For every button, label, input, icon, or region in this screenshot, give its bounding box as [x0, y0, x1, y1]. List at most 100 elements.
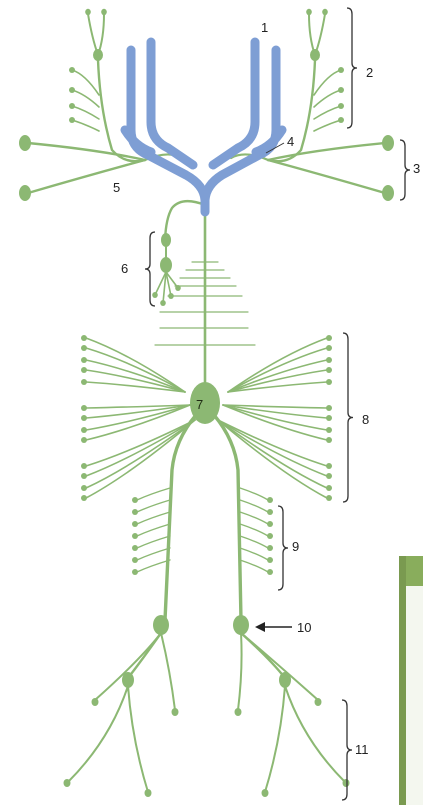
right-twig-9 [240, 560, 268, 572]
right-fan-ganglion [326, 357, 332, 363]
right-fan-ganglion [326, 427, 332, 433]
right-top-prong [309, 14, 315, 55]
left-twig-9-ganglion [132, 557, 138, 563]
right-fan-ganglion [326, 495, 332, 501]
right-fan-ganglion [326, 345, 332, 351]
right-ganglion-10 [233, 615, 249, 635]
left-lower-nerve [128, 633, 161, 678]
right-twig-9 [240, 524, 268, 536]
left-fan-ganglion [81, 335, 87, 341]
left-fan-ganglion [81, 437, 87, 443]
chain-6-end [152, 292, 158, 298]
right-fan-ganglion [326, 485, 332, 491]
left-ganglion-10 [153, 615, 169, 635]
label-7: 7 [196, 397, 203, 412]
left-twig-ganglion [69, 67, 75, 73]
left-twig-9 [137, 536, 170, 548]
right-twig-9 [240, 548, 268, 560]
left-lower-ganglion [92, 698, 99, 706]
right-fan-ganglion [326, 415, 332, 421]
right-long-trunk [214, 415, 241, 620]
left-twig-9-ganglion [132, 509, 138, 515]
label-1: 1 [261, 20, 268, 35]
left-lateral-ganglion [19, 185, 31, 201]
left-lower-ganglion [64, 779, 71, 787]
left-twig-9 [137, 560, 170, 572]
right-lower-nerve [265, 686, 285, 792]
left-fan-ganglion [81, 463, 87, 469]
right-twig-9-ganglion [267, 545, 273, 551]
spinal-cord-segment [213, 42, 255, 165]
label-8: 8 [362, 412, 369, 427]
right-lower-ganglion [343, 779, 350, 787]
ganglion-6b [160, 257, 172, 273]
right-lateral-ganglion [382, 185, 394, 201]
right-twig-ganglion [338, 87, 344, 93]
left-top-prong [98, 14, 104, 55]
right-twig-9-ganglion [267, 569, 273, 575]
label-3: 3 [413, 161, 420, 176]
left-fan-ganglion [81, 367, 87, 373]
right-twig [314, 106, 341, 119]
bracket-3 [400, 140, 410, 200]
label-6: 6 [121, 261, 128, 276]
left-twig-9-ganglion [132, 533, 138, 539]
right-twig-9 [240, 488, 268, 500]
right-twig-9 [240, 512, 268, 524]
right-fan-ganglion [326, 473, 332, 479]
left-lower-nerve [161, 633, 175, 710]
left-twig-9 [137, 500, 170, 512]
left-fan-ganglion [81, 405, 87, 411]
right-lateral-ganglion [382, 135, 394, 151]
label-10: 10 [297, 620, 311, 635]
right-fan-nerve [223, 405, 327, 430]
left-upper-ganglion [93, 49, 103, 61]
bracket-9 [278, 506, 288, 590]
right-lower-ganglion [279, 672, 291, 688]
left-lower-ganglion [122, 672, 134, 688]
ganglion-6a [161, 233, 171, 247]
side-panel-edge [399, 556, 423, 805]
left-twig-ganglion [69, 117, 75, 123]
right-twig-ganglion [338, 67, 344, 73]
left-fan-ganglion [81, 357, 87, 363]
right-lower-nerve [241, 633, 285, 678]
right-twig [314, 90, 341, 107]
right-lateral-nerve [268, 143, 385, 160]
left-twig-9-ganglion [132, 497, 138, 503]
label-9: 9 [292, 539, 299, 554]
right-fan-ganglion [326, 367, 332, 373]
right-twig-9-ganglion [267, 557, 273, 563]
right-fan-ganglion [326, 379, 332, 385]
left-fan-ganglion [81, 415, 87, 421]
left-twig-9-ganglion [132, 569, 138, 575]
left-twig-9 [137, 512, 170, 524]
chain-6-end [168, 293, 174, 299]
right-twig-9 [240, 536, 268, 548]
ganglia-group [19, 9, 394, 797]
left-twig-9 [137, 548, 170, 560]
spinal-cord-segment [151, 42, 193, 165]
left-fan-ganglion [81, 495, 87, 501]
right-top-ganglion [322, 9, 328, 15]
right-fan-ganglion [326, 335, 332, 341]
right-lower-ganglion [315, 698, 322, 706]
left-fan-ganglion [81, 345, 87, 351]
left-fan-ganglion [81, 379, 87, 385]
right-fan-ganglion [326, 437, 332, 443]
central-ganglion-7 [190, 382, 220, 424]
arrow-left-icon [255, 622, 292, 632]
right-lower-nerve [238, 633, 242, 710]
left-twig-ganglion [69, 103, 75, 109]
left-twig-9-ganglion [132, 545, 138, 551]
spinal-cord-segment [205, 50, 276, 200]
trunk-to-ganglion [165, 201, 205, 240]
left-twig-9-ganglion [132, 521, 138, 527]
left-lower-nerve [128, 686, 148, 792]
spinal-cord [125, 42, 282, 212]
label-5: 5 [113, 180, 120, 195]
left-twig [72, 106, 99, 119]
label-11: 11 [355, 742, 369, 757]
right-lower-ganglion [235, 708, 242, 716]
